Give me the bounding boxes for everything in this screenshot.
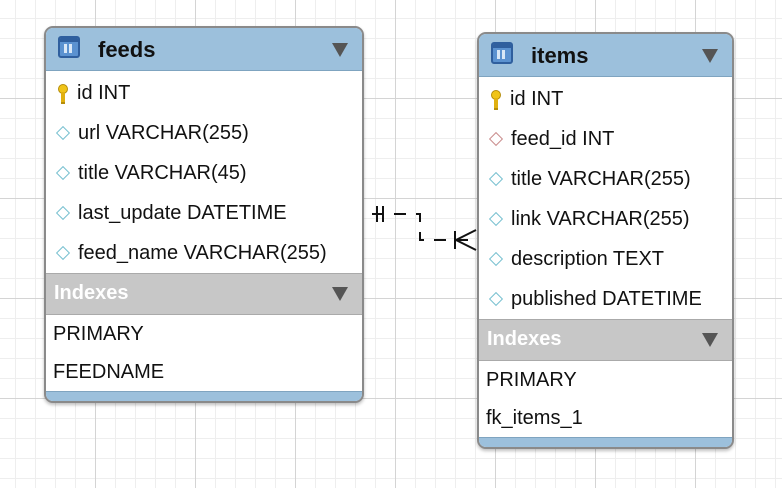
column-label: id INT <box>510 87 564 110</box>
table-title: feeds <box>98 37 156 62</box>
column-list: id INT feed_id INT title VARCHAR(255) li… <box>479 77 732 319</box>
column-label: feed_name VARCHAR(255) <box>78 241 327 264</box>
column-label: url VARCHAR(255) <box>78 121 249 144</box>
index-row[interactable]: fk_items_1 <box>486 406 583 429</box>
column-list: id INT url VARCHAR(255) title VARCHAR(45… <box>46 71 362 273</box>
column-row[interactable]: feed_id INT <box>479 119 732 159</box>
indexes-label: Indexes <box>54 282 129 304</box>
index-row[interactable]: PRIMARY <box>486 368 577 391</box>
column-row[interactable]: url VARCHAR(255) <box>46 113 362 153</box>
collapse-triangle-icon[interactable] <box>702 49 718 63</box>
crows-foot <box>455 229 477 241</box>
indexes-header[interactable]: Indexes <box>479 319 732 361</box>
primary-key-icon <box>58 84 68 104</box>
collapse-triangle-icon[interactable] <box>332 287 348 301</box>
column-label: title VARCHAR(45) <box>78 161 247 184</box>
table-feeds[interactable]: feeds id INT url VARCHAR(255) title VARC… <box>44 26 364 403</box>
column-label: link VARCHAR(255) <box>511 207 690 230</box>
column-label: published DATETIME <box>511 287 702 310</box>
column-row[interactable]: id INT <box>46 73 362 113</box>
column-row[interactable]: feed_name VARCHAR(255) <box>46 233 362 273</box>
indexes-header[interactable]: Indexes <box>46 273 362 315</box>
column-label: feed_id INT <box>511 127 615 150</box>
table-footer <box>479 437 732 447</box>
table-title: items <box>531 43 589 68</box>
table-header[interactable]: feeds <box>46 28 362 71</box>
column-row[interactable]: id INT <box>479 79 732 119</box>
crows-foot <box>455 239 477 251</box>
column-row[interactable]: link VARCHAR(255) <box>479 199 732 239</box>
column-row[interactable]: published DATETIME <box>479 279 732 319</box>
column-label: id INT <box>77 81 131 104</box>
index-row[interactable]: FEEDNAME <box>53 360 165 383</box>
table-footer <box>46 391 362 401</box>
table-items[interactable]: items id INT feed_id INT title VARCHAR(2… <box>477 32 734 449</box>
relationship-line <box>372 213 476 241</box>
index-row[interactable]: PRIMARY <box>53 322 144 345</box>
primary-key-icon <box>491 90 501 110</box>
column-row[interactable]: last_update DATETIME <box>46 193 362 233</box>
column-row[interactable]: description TEXT <box>479 239 732 279</box>
column-label: description TEXT <box>511 247 665 270</box>
column-row[interactable]: title VARCHAR(45) <box>46 153 362 193</box>
column-row[interactable]: title VARCHAR(255) <box>479 159 732 199</box>
collapse-triangle-icon[interactable] <box>332 43 348 57</box>
collapse-triangle-icon[interactable] <box>702 333 718 347</box>
table-header[interactable]: items <box>479 34 732 77</box>
table-icon <box>58 36 80 58</box>
table-icon <box>491 42 513 64</box>
indexes-label: Indexes <box>487 328 562 350</box>
column-label: last_update DATETIME <box>78 201 287 224</box>
column-label: title VARCHAR(255) <box>511 167 691 190</box>
